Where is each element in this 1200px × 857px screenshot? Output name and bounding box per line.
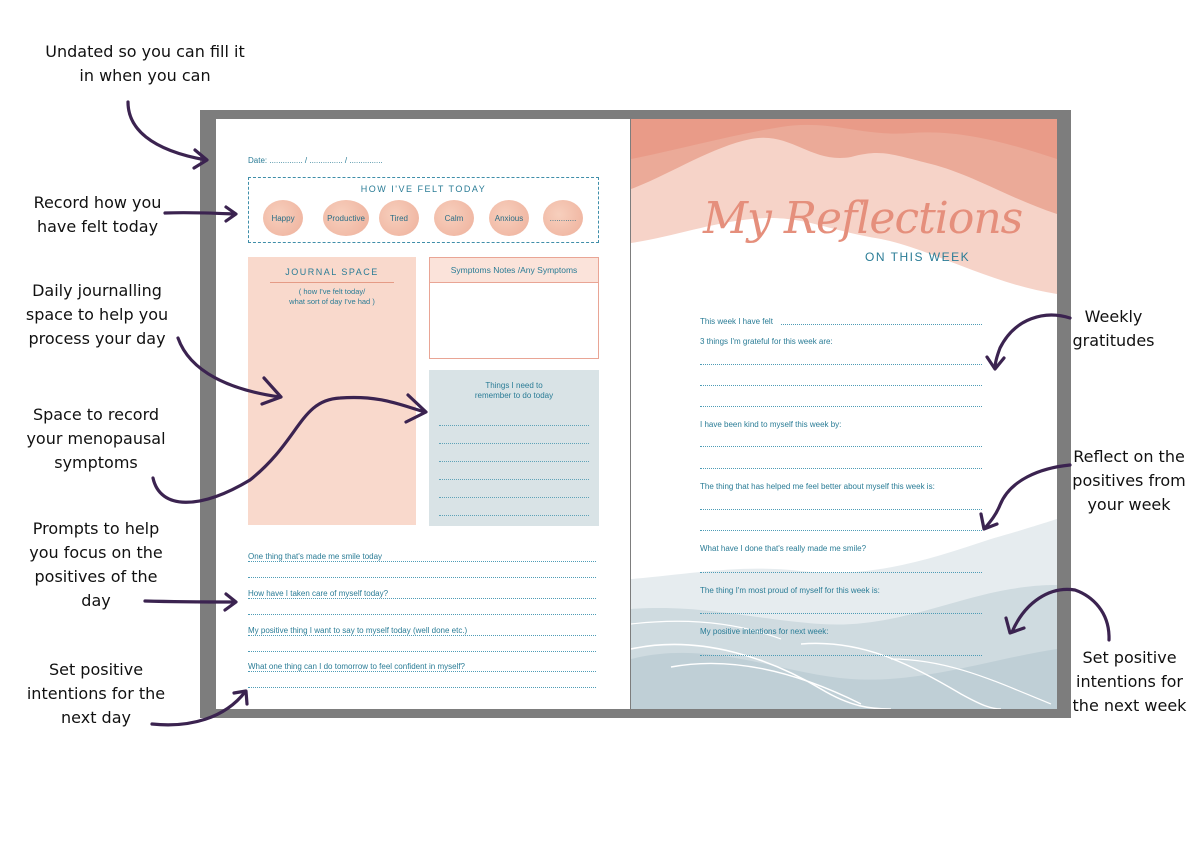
prompt-line[interactable] xyxy=(700,446,982,447)
prompt-line[interactable] xyxy=(700,530,982,531)
prompt-line[interactable] xyxy=(248,614,596,615)
journal-title: JOURNAL SPACE xyxy=(285,267,379,277)
annotation-next-week: Set positive intentions for the next wee… xyxy=(1072,648,1187,715)
prompt-tomorrow: What one thing can I do tomorrow to feel… xyxy=(248,662,466,671)
prompt-proud: The thing I'm most proud of myself for t… xyxy=(700,586,880,595)
prompt-line[interactable] xyxy=(248,671,596,672)
mood-tired[interactable]: Tired xyxy=(379,200,419,236)
journal-space[interactable]: JOURNAL SPACE ( how I've felt today/ wha… xyxy=(248,257,416,525)
prompt-helped: The thing that has helped me feel better… xyxy=(700,482,935,491)
annotation-reflect: Reflect on the positives from your week xyxy=(1072,447,1186,514)
annotation-prompts: Prompts to help you focus on the positiv… xyxy=(29,519,163,610)
prompt-line[interactable] xyxy=(248,577,596,578)
mood-blank[interactable]: ............ xyxy=(543,200,583,236)
todo-box[interactable]: Things I need to remember to do today xyxy=(429,370,599,526)
todo-line[interactable] xyxy=(439,479,589,480)
weekly-page: My Reflections ON THIS WEEK This week I … xyxy=(631,119,1057,709)
reflections-subtitle: ON THIS WEEK xyxy=(865,250,971,264)
todo-line[interactable] xyxy=(439,443,589,444)
annotation-undated: Undated so you can fill it in when you c… xyxy=(45,42,245,85)
arrow-undated xyxy=(126,100,208,162)
prompt-line[interactable] xyxy=(248,687,596,688)
prompt-smile: One thing that's made me smile today xyxy=(248,552,383,561)
annotation-gratitudes: Weekly gratitudes xyxy=(1072,307,1155,350)
prompt-care: How have I taken care of myself today? xyxy=(248,589,389,598)
todo-line[interactable] xyxy=(439,425,589,426)
mood-happy[interactable]: Happy xyxy=(263,200,303,236)
prompt-grateful: 3 things I'm grateful for this week are: xyxy=(700,337,833,346)
prompt-line[interactable] xyxy=(700,655,982,656)
felt-today-title: HOW I'VE FELT TODAY xyxy=(360,184,487,194)
todo-line[interactable] xyxy=(439,497,589,498)
prompt-positive-thing: My positive thing I want to say to mysel… xyxy=(248,626,468,635)
prompt-line[interactable] xyxy=(248,651,596,652)
date-line[interactable]: Date: ............... / ............... … xyxy=(248,156,383,165)
mood-calm[interactable]: Calm xyxy=(434,200,474,236)
journal-title-rule xyxy=(270,282,394,283)
todo-title-line-1: Things I need to xyxy=(485,381,543,390)
prompt-line[interactable] xyxy=(700,385,982,386)
mood-productive[interactable]: Productive xyxy=(323,200,369,236)
prompt-line[interactable] xyxy=(248,635,596,636)
prompt-felt: This week I have felt xyxy=(700,317,773,326)
reflections-script-title: My Reflections xyxy=(703,193,1023,244)
prompt-line[interactable] xyxy=(248,561,596,562)
daily-page: Date: ............... / ............... … xyxy=(216,119,630,709)
annotation-menopausal: Space to record your menopausal symptoms xyxy=(26,405,166,472)
journal-subtitle-line-2: what sort of day I've had ) xyxy=(289,297,375,306)
prompt-intentions: My positive intentions for next week: xyxy=(700,627,829,636)
todo-title: Things I need to remember to do today xyxy=(429,381,599,401)
prompt-line[interactable] xyxy=(700,468,982,469)
symptoms-box[interactable]: Symptoms Notes /Any Symptoms xyxy=(429,257,599,359)
annotation-journalling: Daily journalling space to help you proc… xyxy=(25,281,169,348)
todo-line[interactable] xyxy=(439,515,589,516)
prompt-line[interactable] xyxy=(700,613,982,614)
prompt-line[interactable] xyxy=(700,572,982,573)
watercolour-background xyxy=(631,119,1057,709)
mood-anxious[interactable]: Anxious xyxy=(489,200,529,236)
felt-today-box: HOW I'VE FELT TODAY Happy Productive Tir… xyxy=(248,177,599,243)
annotation-next-day: Set positive intentions for the next day xyxy=(26,660,166,727)
prompt-line[interactable] xyxy=(781,324,982,325)
prompt-line[interactable] xyxy=(700,364,982,365)
journal-subtitle-line-1: ( how I've felt today/ xyxy=(298,287,366,296)
symptoms-title: Symptoms Notes /Any Symptoms xyxy=(430,258,598,283)
prompt-line[interactable] xyxy=(700,406,982,407)
journal-subtitle: ( how I've felt today/ what sort of day … xyxy=(248,287,416,307)
todo-line[interactable] xyxy=(439,461,589,462)
prompt-line[interactable] xyxy=(248,598,596,599)
prompt-smile-week: What have I done that's really made me s… xyxy=(700,544,867,553)
annotation-record-felt: Record how you have felt today xyxy=(33,193,162,236)
prompt-line[interactable] xyxy=(700,509,982,510)
prompt-kind: I have been kind to myself this week by: xyxy=(700,420,842,429)
todo-title-line-2: remember to do today xyxy=(474,391,554,400)
